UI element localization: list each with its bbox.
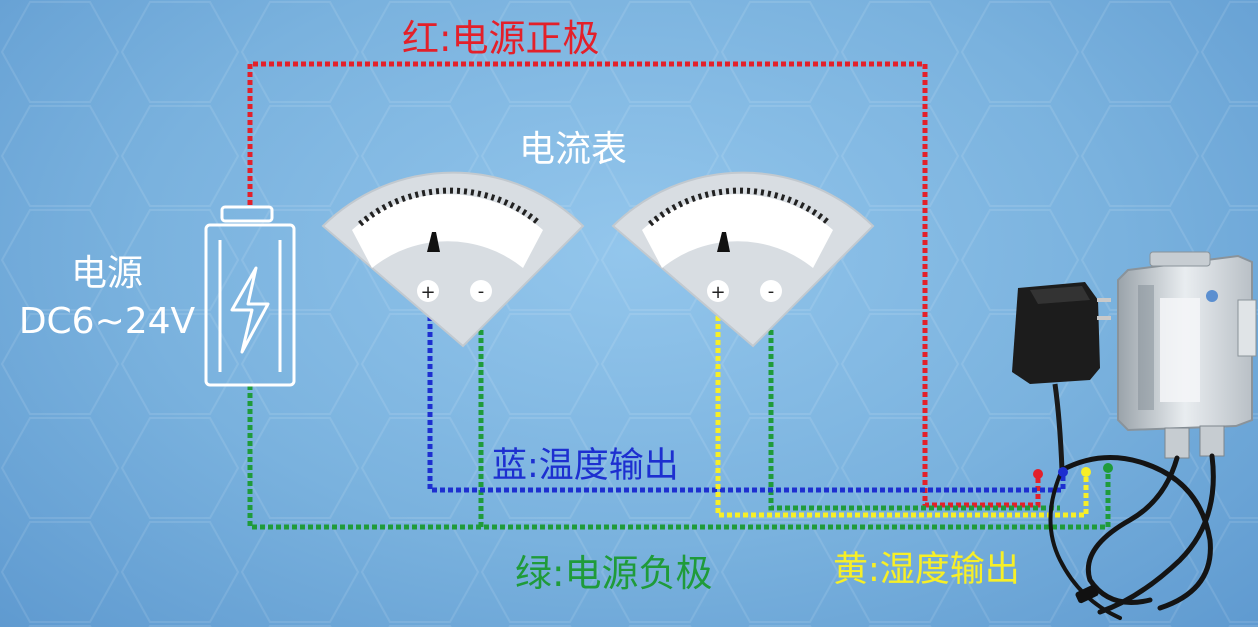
terminal-plus-2: + bbox=[710, 282, 725, 303]
terminal-minus-2: - bbox=[768, 281, 775, 302]
minus-icon bbox=[760, 280, 782, 302]
power-supply-battery bbox=[204, 205, 296, 387]
red-wire-label: 红:电源正极 bbox=[402, 17, 600, 60]
ammeter-1 bbox=[321, 171, 585, 348]
ammeter-2 bbox=[611, 171, 875, 348]
power-supply-range: DC6~24V bbox=[18, 301, 196, 342]
yellow-wire bbox=[715, 300, 1089, 518]
green-wire bbox=[247, 290, 1111, 530]
lightning-icon bbox=[230, 266, 270, 354]
cable bbox=[1048, 453, 1216, 620]
blue-wire bbox=[427, 300, 1066, 493]
red-wire bbox=[247, 61, 1041, 508]
green-wire-label: 绿:电源负极 bbox=[515, 552, 713, 595]
power-supply-label: 电源 DC6~24V bbox=[12, 250, 202, 346]
minus-icon bbox=[470, 280, 492, 302]
plus-icon bbox=[417, 280, 439, 302]
terminal-minus-1: - bbox=[478, 281, 485, 302]
plus-icon bbox=[707, 280, 729, 302]
blue-wire-label: 蓝:温度输出 bbox=[492, 446, 679, 486]
terminal-plus-1: + bbox=[420, 282, 435, 303]
yellow-wire-label: 黄:湿度输出 bbox=[833, 550, 1020, 590]
ammeter-label: 电流表 bbox=[519, 129, 628, 170]
transmitter-device bbox=[1117, 251, 1257, 459]
wire-ends bbox=[1033, 463, 1113, 479]
power-supply-name: 电源 bbox=[70, 253, 143, 294]
power-adapter bbox=[1012, 282, 1111, 471]
